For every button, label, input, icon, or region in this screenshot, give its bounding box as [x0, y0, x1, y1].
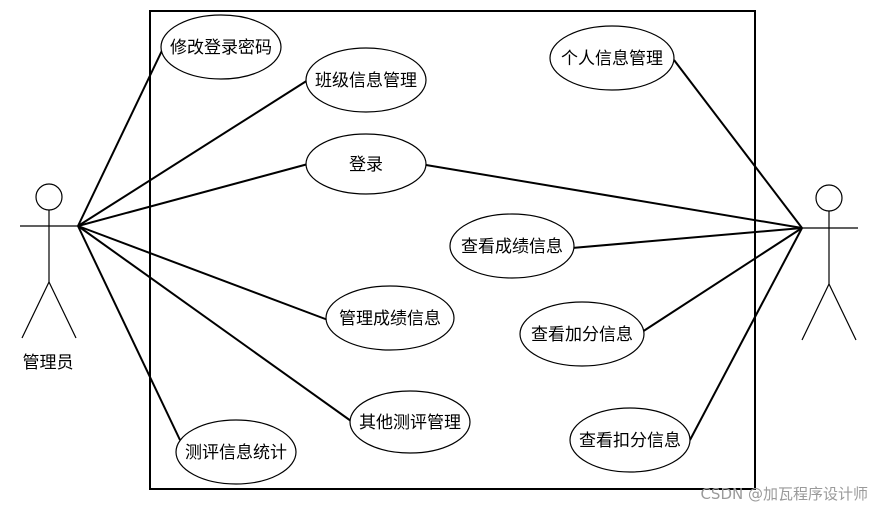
use-case-label: 查看扣分信息: [579, 431, 681, 451]
actor-head: [35, 183, 63, 211]
actor-admin-label: 管理员: [23, 353, 74, 373]
use-case-label: 班级信息管理: [315, 71, 417, 91]
use-case-label: 管理成绩信息: [339, 309, 441, 329]
use-case-login: 登录: [305, 133, 427, 195]
use-case-class-info: 班级信息管理: [305, 47, 427, 113]
assoc-admin-other-eval: [77, 225, 359, 427]
use-case-view-grades: 查看成绩信息: [449, 213, 575, 279]
system-boundary: [149, 10, 756, 490]
use-case-label: 查看加分信息: [531, 325, 633, 345]
actor-admin: 管理员: [20, 183, 78, 373]
assoc-admin-login: [77, 163, 309, 227]
assoc-user-view-deduction: [689, 227, 803, 441]
use-case-view-bonus: 查看加分信息: [519, 301, 645, 367]
assoc-admin-class-info: [77, 79, 309, 227]
left-associations: [77, 37, 359, 441]
use-case-personal-info: 个人信息管理: [549, 25, 675, 91]
use-case-manage-grades: 管理成绩信息: [325, 285, 455, 351]
assoc-user-view-bonus: [641, 227, 803, 333]
actor-left-leg: [21, 281, 50, 339]
actor-user: [801, 184, 858, 341]
assoc-admin-change-password: [77, 37, 169, 227]
use-case-label: 登录: [349, 155, 383, 175]
assoc-admin-manage-grades: [77, 225, 329, 321]
use-case-eval-stats: 测评信息统计: [175, 419, 297, 485]
assoc-user-view-grades: [571, 227, 803, 249]
assoc-admin-eval-stats: [77, 225, 181, 441]
assoc-user-personal-info: [673, 59, 803, 229]
use-case-label: 个人信息管理: [561, 49, 663, 69]
watermark-text: CSDN @加瓦程序设计师: [700, 485, 868, 503]
actor-head: [815, 184, 843, 212]
use-case-view-deduction: 查看扣分信息: [569, 407, 691, 473]
actor-right-leg: [48, 281, 77, 339]
right-associations: [425, 59, 803, 441]
use-case-label: 测评信息统计: [185, 443, 287, 463]
use-case-change-password: 修改登录密码: [160, 14, 282, 80]
actor-left-leg: [801, 283, 830, 341]
actor-right-leg: [828, 283, 857, 341]
use-case-other-eval: 其他测评管理: [349, 390, 471, 454]
assoc-user-login: [425, 164, 803, 229]
use-case-label: 其他测评管理: [359, 413, 461, 433]
use-case-label: 修改登录密码: [170, 38, 272, 58]
use-case-label: 查看成绩信息: [461, 237, 563, 257]
